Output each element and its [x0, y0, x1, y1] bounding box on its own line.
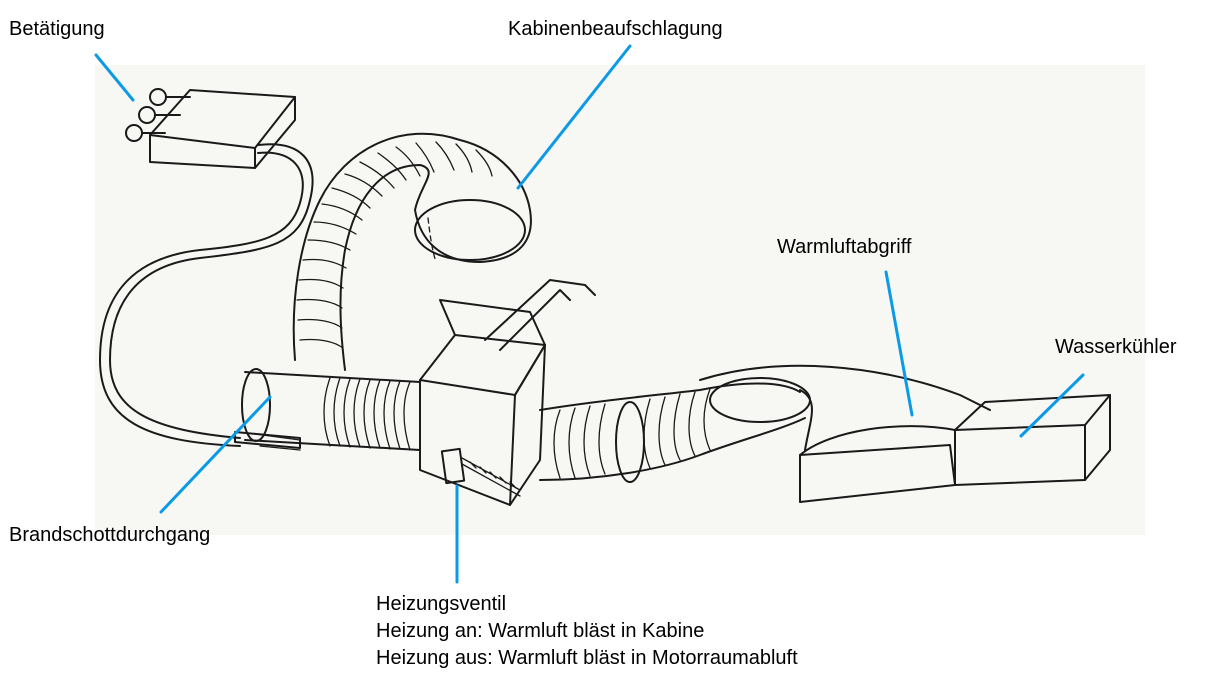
label-wasserkuehler: Wasserkühler — [1055, 335, 1177, 359]
label-heizung-an: Heizung an: Warmluft bläst in Kabine — [376, 619, 704, 643]
label-heizung-aus: Heizung aus: Warmluft bläst in Motorraum… — [376, 646, 798, 670]
label-warmluftabgriff: Warmluftabgriff — [777, 235, 911, 259]
label-brandschottdurchgang: Brandschottdurchgang — [9, 523, 210, 547]
label-betaetigung: Betätigung — [9, 17, 105, 41]
label-kabinenbeaufschlagung: Kabinenbeaufschlagung — [508, 17, 723, 41]
label-heizungsventil: Heizungsventil — [376, 592, 506, 616]
sketch-paper — [95, 65, 1145, 535]
